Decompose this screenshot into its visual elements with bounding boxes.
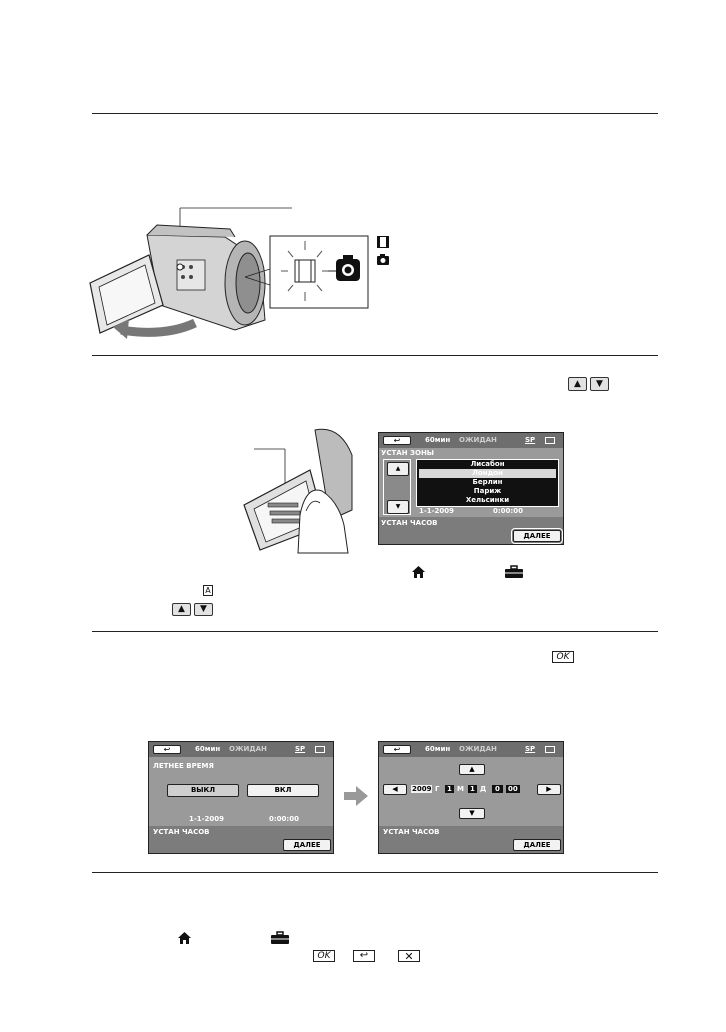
date-readout: 1-1-2009 — [189, 815, 225, 823]
next-button[interactable]: ДАЛЕЕ — [283, 839, 331, 851]
toolbox-icon — [271, 931, 289, 944]
year-value[interactable]: 2009 — [411, 785, 433, 793]
summer-time-off-button[interactable]: ВЫКЛ — [167, 784, 239, 797]
battery-icon — [545, 746, 555, 753]
summer-time-title: ЛЕТНЕЕ ВРЕМЯ — [153, 762, 214, 770]
zone-title: УСТАН ЗОНЫ — [381, 449, 435, 457]
finger-touching-screen-illustration — [243, 428, 353, 554]
next-button[interactable]: ДАЛЕЕ — [511, 528, 563, 544]
mode-status: ОЖИДАН — [459, 436, 497, 444]
ok-button-icon: OK — [313, 950, 335, 962]
rec-time: 60мин — [425, 436, 451, 444]
summer-time-on-button[interactable]: ВКЛ — [247, 784, 319, 797]
time-readout: 0:00:00 — [269, 815, 299, 823]
day-value[interactable]: 1 — [468, 785, 477, 793]
section-divider-3 — [92, 631, 658, 632]
year-unit: Г — [435, 785, 440, 793]
next-button[interactable]: ДАЛЕЕ — [513, 839, 561, 851]
down-arrow-button-icon: ▼ — [194, 603, 213, 616]
home-icon — [412, 566, 425, 578]
decrement-button[interactable]: ▼ — [459, 808, 485, 819]
clock-set-label: УСТАН ЧАСОВ — [381, 519, 438, 527]
return-button[interactable]: ↩ — [153, 745, 181, 754]
previous-field-button[interactable]: ◀ — [383, 784, 407, 795]
clock-set-label: УСТАН ЧАСОВ — [383, 828, 440, 836]
city-item[interactable]: Берлин — [472, 478, 503, 486]
mode-status: ОЖИДАН — [459, 745, 497, 753]
section-divider-2 — [92, 355, 658, 356]
next-field-button[interactable]: ▶ — [537, 784, 561, 795]
scroll-down-button[interactable]: ▼ — [387, 500, 409, 514]
photo-mode-icon — [377, 254, 389, 265]
return-button[interactable]: ↩ — [383, 436, 411, 445]
selected-city-highlight — [419, 469, 556, 478]
hour-value[interactable]: 0 — [492, 785, 503, 793]
status-bar — [379, 433, 563, 448]
next-step-arrow-icon — [344, 786, 368, 806]
quality-badge: SP — [525, 745, 536, 753]
clock-setting-screen: ↩ 60мин ОЖИДАН SP ▲ ◀ 2009 Г 1 М 1 Д 0 0… — [378, 741, 564, 854]
minute-value[interactable]: 00 — [506, 785, 520, 793]
return-button[interactable]: ↩ — [383, 745, 411, 754]
city-item[interactable]: Лисабон — [470, 460, 505, 468]
scroll-up-button[interactable]: ▲ — [387, 462, 409, 476]
summer-time-screen: ↩ 60мин ОЖИДАН SP ЛЕТНЕЕ ВРЕМЯ ВЫКЛ ВКЛ … — [148, 741, 334, 854]
city-list — [416, 459, 559, 507]
up-arrow-button-icon: ▲ — [568, 377, 587, 391]
date-readout: 1-1-2009 — [419, 507, 455, 515]
camcorder-open-lcd-illustration — [89, 207, 292, 339]
month-unit: М — [457, 785, 464, 793]
city-item-selected[interactable]: Лондон — [472, 469, 503, 477]
city-item[interactable]: Хельсинки — [465, 496, 510, 504]
ok-button-icon: OK — [552, 651, 574, 663]
return-button-icon: ↩ — [353, 950, 375, 962]
month-value[interactable]: 1 — [445, 785, 454, 793]
down-arrow-button-icon: ▼ — [590, 377, 609, 391]
section-divider-4 — [92, 872, 658, 873]
zone-setting-screen: ↩ 60мин ОЖИДАН SP УСТАН ЗОНЫ ▲ ▼ Лисабон… — [378, 432, 564, 545]
day-unit: Д — [480, 785, 487, 793]
home-icon — [178, 932, 191, 944]
mode-lamp-callout — [244, 235, 369, 309]
status-bar — [379, 742, 563, 757]
quality-badge: SP — [525, 436, 536, 444]
close-button-icon: ✕ — [398, 950, 420, 962]
rec-time: 60мин — [195, 745, 221, 753]
status-bar — [149, 742, 333, 757]
up-arrow-button-icon: ▲ — [172, 603, 191, 616]
increment-button[interactable]: ▲ — [459, 764, 485, 775]
rec-time: 60мин — [425, 745, 451, 753]
battery-icon — [315, 746, 325, 753]
section-divider-1 — [92, 113, 658, 114]
city-item[interactable]: Париж — [473, 487, 502, 495]
auto-mode-icon: A — [203, 585, 213, 596]
clock-set-label: УСТАН ЧАСОВ — [153, 828, 210, 836]
battery-icon — [545, 437, 555, 444]
toolbox-icon — [505, 565, 523, 578]
film-mode-icon — [377, 236, 389, 248]
time-readout: 0:00:00 — [493, 507, 523, 515]
mode-status: ОЖИДАН — [229, 745, 267, 753]
quality-badge: SP — [295, 745, 306, 753]
